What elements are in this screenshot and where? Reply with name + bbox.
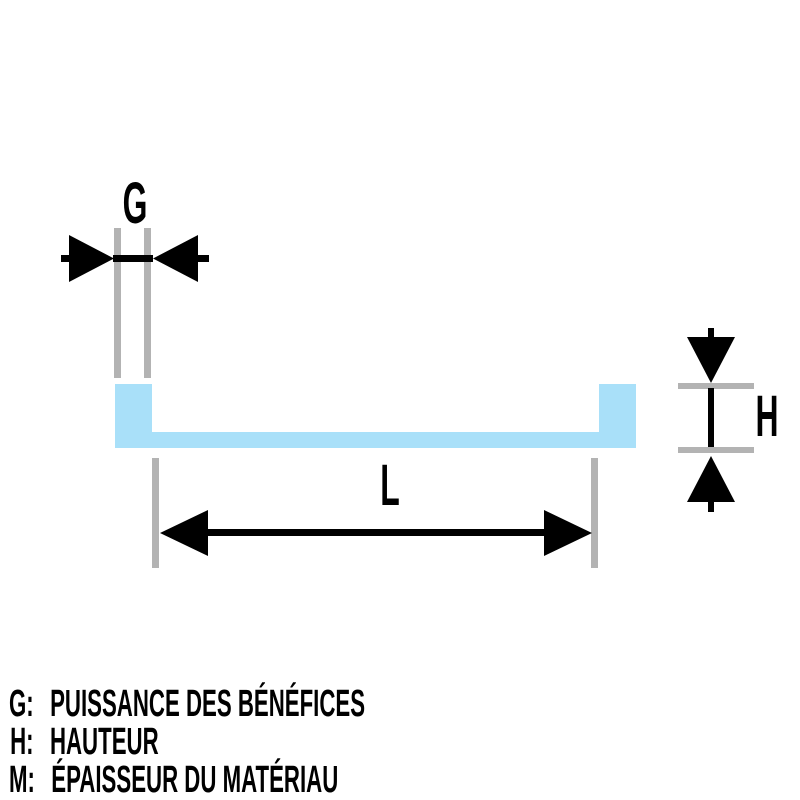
g-arrow-left-tail (61, 255, 74, 262)
g-arrowhead-right-icon (69, 235, 114, 282)
h-arrowhead-down-icon (687, 337, 735, 383)
legend-key-g: G: (9, 683, 34, 725)
g-extension-line-right (144, 228, 151, 378)
g-dimension-label: G (122, 171, 148, 236)
legend-row-m: M: ÉPAISSEUR DU MATÉRIAU (9, 761, 338, 799)
legend-description-g: PUISSANCE DES BÉNÉFICES (50, 683, 366, 725)
legend-row-h: H: HAUTEUR (9, 723, 159, 761)
legend-row-g: G: PUISSANCE DES BÉNÉFICES (9, 685, 365, 723)
h-extension-line-top (678, 383, 754, 389)
g-dimension-line (113, 255, 153, 262)
h-arrowhead-up-icon (687, 456, 735, 502)
h-dimension-label: H (755, 384, 779, 449)
legend-key-h: H: (10, 721, 34, 763)
legend-key-m: M: (9, 759, 35, 800)
g-arrow-right-tail (196, 255, 209, 262)
l-extension-line-left (152, 458, 159, 568)
legend-description-h: HAUTEUR (49, 721, 159, 763)
legend-description-m: ÉPAISSEUR DU MATÉRIAU (51, 759, 339, 800)
g-arrowhead-left-icon (153, 235, 198, 282)
h-arrow-top-tail (708, 328, 714, 340)
l-dimension-label: L (380, 453, 400, 518)
l-arrowhead-right-icon (544, 510, 592, 556)
l-dimension-line (204, 529, 548, 536)
g-extension-line-left (114, 228, 121, 378)
l-arrowhead-left-icon (160, 510, 208, 556)
profile-bottom-flange (115, 432, 636, 448)
h-arrow-bottom-tail (708, 500, 714, 512)
l-extension-line-right (591, 458, 598, 568)
h-dimension-line (708, 388, 714, 448)
h-extension-line-bottom (678, 447, 754, 453)
profile-right-leg (599, 384, 636, 448)
